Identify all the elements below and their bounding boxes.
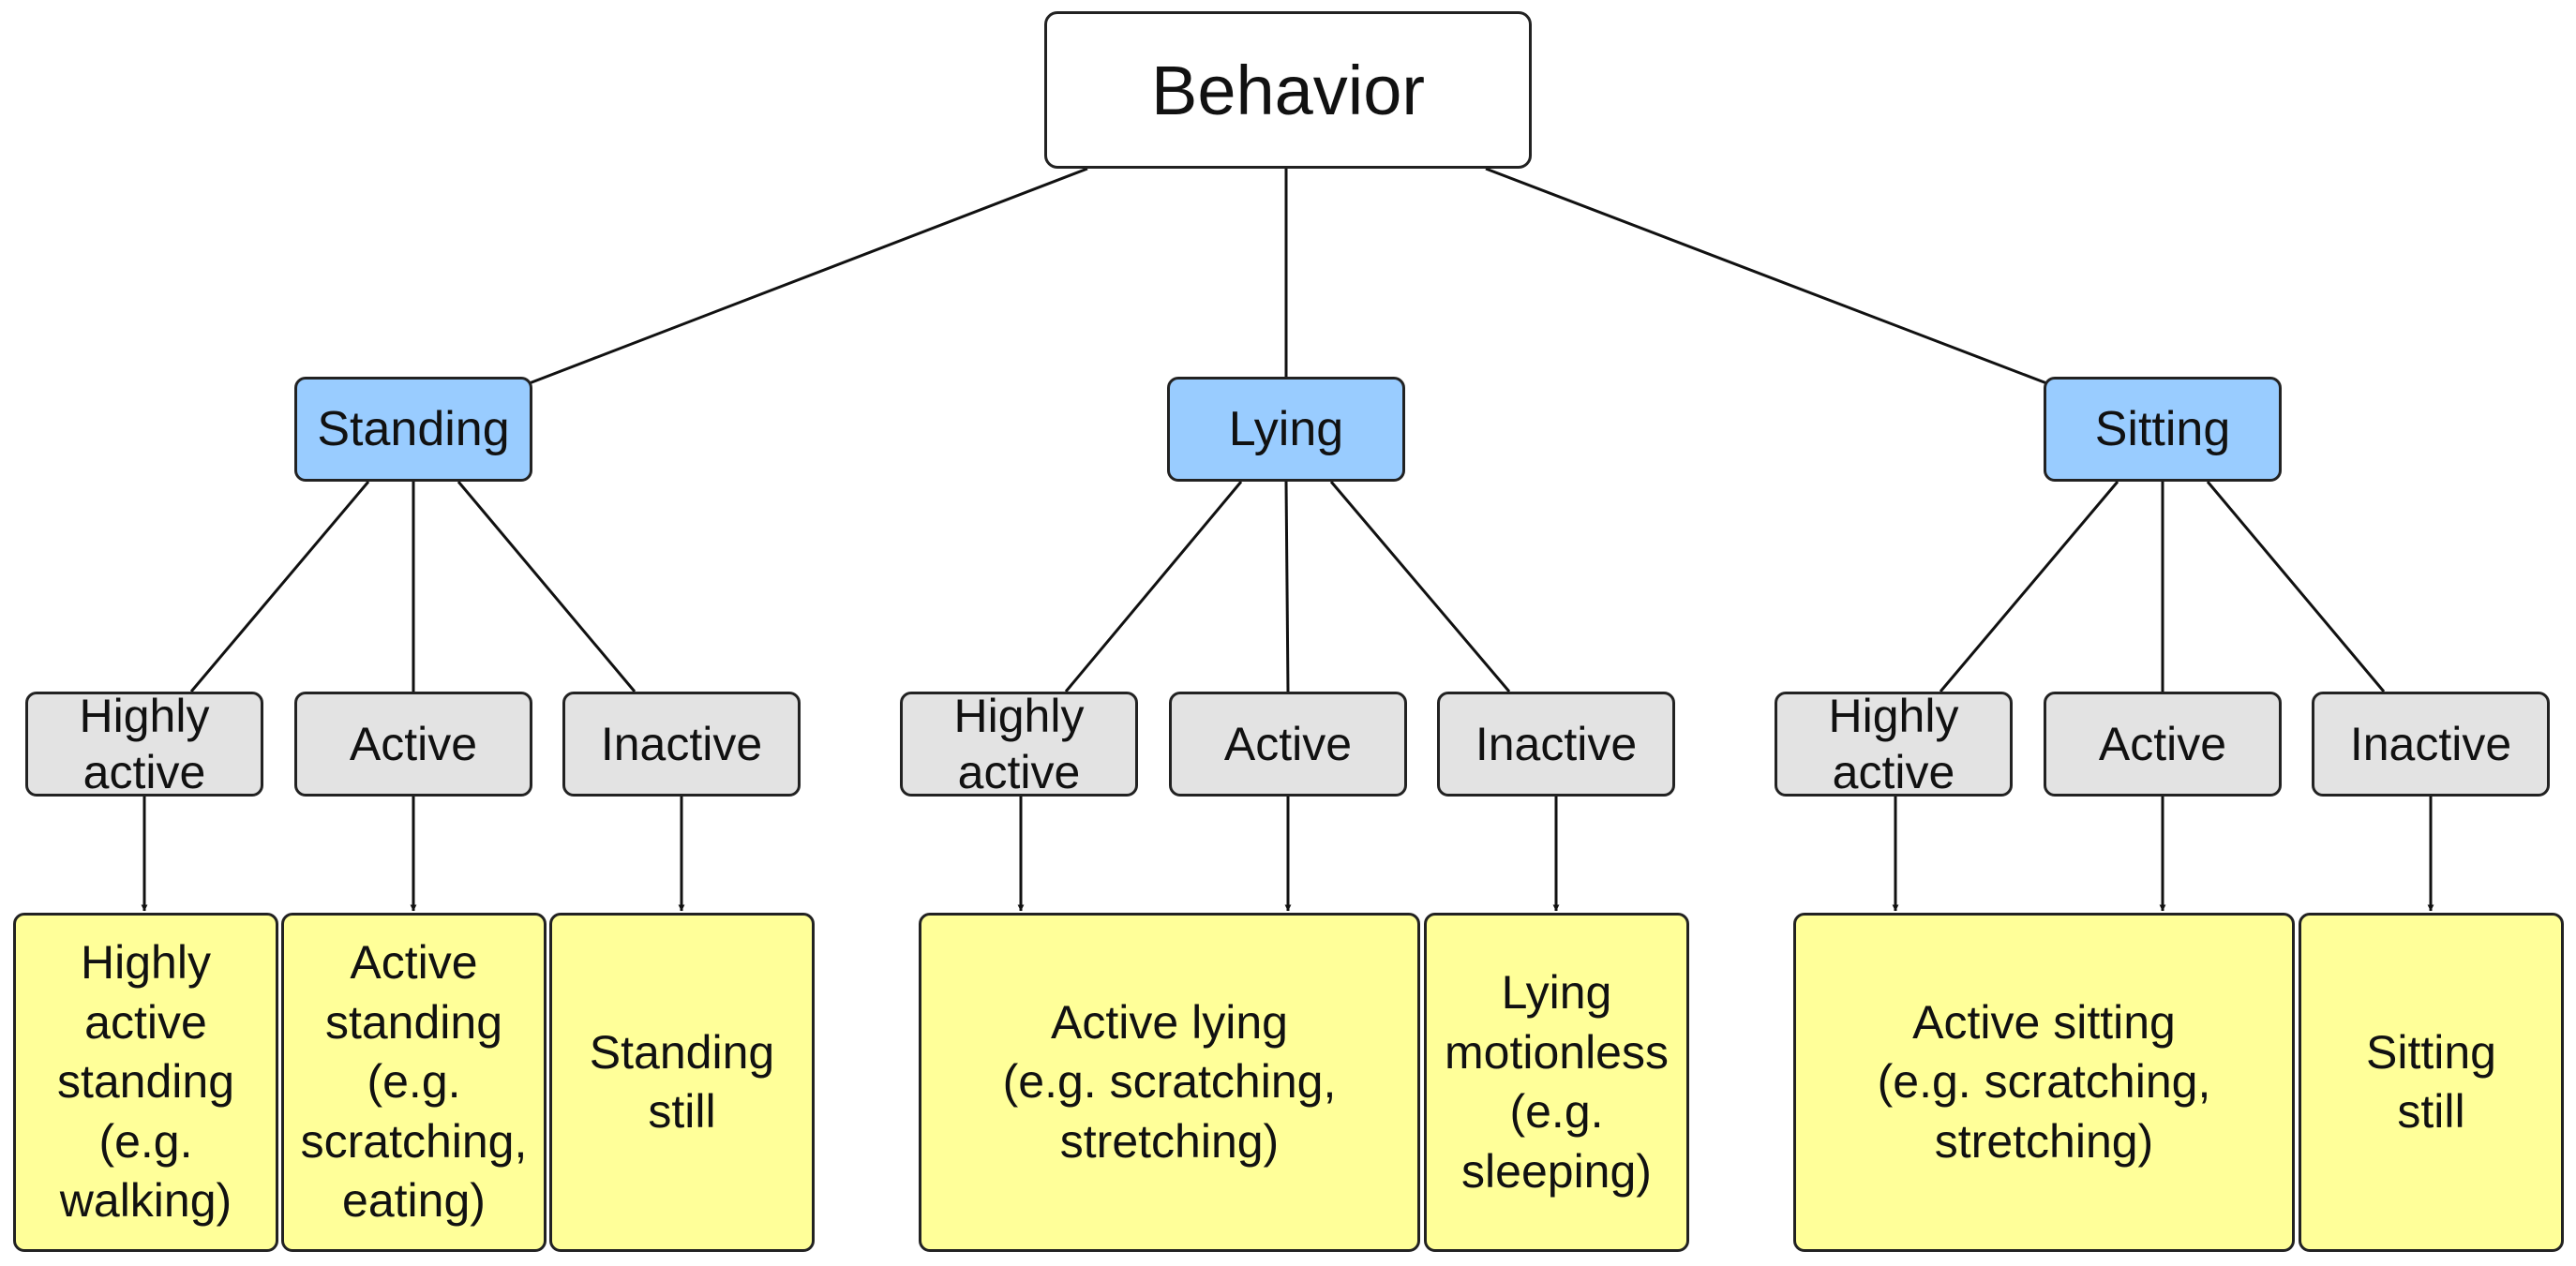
category-node-lying: Lying bbox=[1167, 377, 1405, 482]
outcome-highly-active-standing: Highly active standing (e.g. walking) bbox=[13, 913, 278, 1252]
category-node-sitting: Sitting bbox=[2044, 377, 2282, 482]
level-node-sitting-highly-active: Highly active bbox=[1775, 692, 2013, 797]
outcome-lying-motionless: Lying motionless (e.g. sleeping) bbox=[1424, 913, 1689, 1252]
category-node-standing: Standing bbox=[294, 377, 532, 482]
level-node-standing-inactive: Inactive bbox=[562, 692, 801, 797]
level-node-lying-active: Active bbox=[1169, 692, 1407, 797]
edge-behavior-sitting bbox=[1485, 167, 2050, 386]
edge-sitting-inactive bbox=[2206, 481, 2386, 693]
edge-standing-inactive bbox=[457, 481, 637, 693]
edge-lying-inactive bbox=[1329, 481, 1511, 693]
edge-behavior-standing bbox=[526, 167, 1088, 386]
level-node-sitting-active: Active bbox=[2044, 692, 2282, 797]
edge-standing-highly-active bbox=[189, 481, 370, 693]
outcome-active-sitting: Active sitting (e.g. scratching, stretch… bbox=[1793, 913, 2295, 1252]
edge-sitting-highly-active bbox=[1939, 481, 2119, 693]
outcome-standing-still: Standing still bbox=[549, 913, 815, 1252]
outcome-sitting-still: Sitting still bbox=[2299, 913, 2564, 1252]
level-node-lying-inactive: Inactive bbox=[1437, 692, 1675, 797]
edge-lying-active bbox=[1284, 481, 1290, 693]
root-node-behavior: Behavior bbox=[1044, 11, 1532, 169]
outcome-active-standing: Active standing (e.g. scratching, eating… bbox=[281, 913, 547, 1252]
level-node-standing-highly-active: Highly active bbox=[25, 692, 263, 797]
outcome-active-lying: Active lying (e.g. scratching, stretchin… bbox=[919, 913, 1420, 1252]
edge-lying-highly-active bbox=[1064, 481, 1243, 693]
level-node-lying-highly-active: Highly active bbox=[900, 692, 1138, 797]
level-node-sitting-inactive: Inactive bbox=[2312, 692, 2550, 797]
level-node-standing-active: Active bbox=[294, 692, 532, 797]
